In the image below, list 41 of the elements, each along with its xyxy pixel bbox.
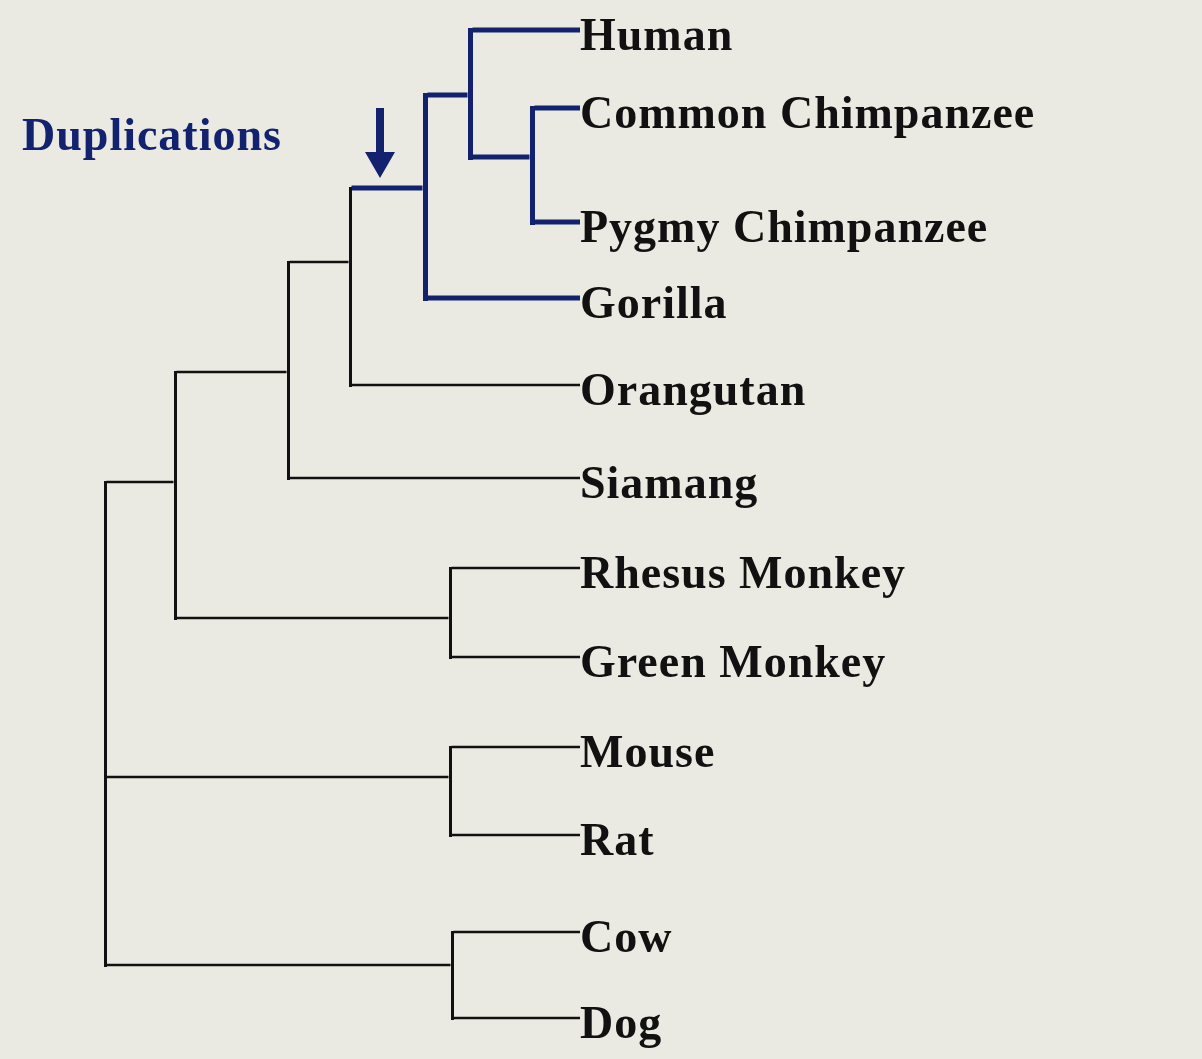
tree-branch-line — [448, 745, 452, 837]
tree-branch-line — [351, 185, 423, 191]
tree-branch-line — [106, 775, 449, 779]
tree-branch-line — [472, 154, 530, 160]
tree-branch-line — [534, 219, 580, 225]
tree-branch-line — [451, 745, 580, 749]
species-label: Orangutan — [580, 365, 807, 415]
tree-branch-line — [534, 105, 580, 111]
tree-branch-line — [451, 566, 580, 570]
species-label: Human — [580, 10, 734, 60]
tree-branch-line — [451, 655, 580, 659]
species-label: Rhesus Monkey — [580, 548, 907, 598]
tree-branch-line — [427, 92, 468, 98]
tree-branch-line — [103, 480, 107, 967]
species-label: Gorilla — [580, 278, 728, 328]
species-label: Dog — [580, 998, 663, 1048]
tree-branch-line — [448, 566, 452, 659]
species-label: Green Monkey — [580, 637, 887, 687]
tree-branch-line — [106, 480, 174, 484]
tree-branch-line — [453, 930, 580, 934]
species-label: Cow — [580, 912, 673, 962]
species-label: Siamang — [580, 458, 759, 508]
tree-branch-line — [173, 370, 177, 620]
annotation-label: Duplications — [22, 110, 282, 160]
tree-branch-line — [176, 370, 287, 374]
species-label: Mouse — [580, 727, 716, 777]
species-label: Common Chimpanzee — [580, 88, 1036, 138]
tree-branch-line — [453, 1016, 580, 1020]
tree-branch-line — [348, 186, 352, 387]
tree-branch-line — [450, 930, 454, 1020]
tree-branch-line — [289, 476, 580, 480]
tree-branch-line — [451, 833, 580, 837]
species-label: Pygmy Chimpanzee — [580, 202, 989, 252]
tree-branch-line — [472, 27, 580, 33]
tree-branch-line — [286, 260, 290, 480]
tree-branch-line — [351, 383, 580, 387]
tree-branch-line — [176, 616, 449, 620]
tree-branch-line — [427, 295, 580, 301]
species-label: Rat — [580, 815, 655, 865]
tree-branch-line — [289, 260, 349, 264]
tree-branch-line — [106, 963, 451, 967]
